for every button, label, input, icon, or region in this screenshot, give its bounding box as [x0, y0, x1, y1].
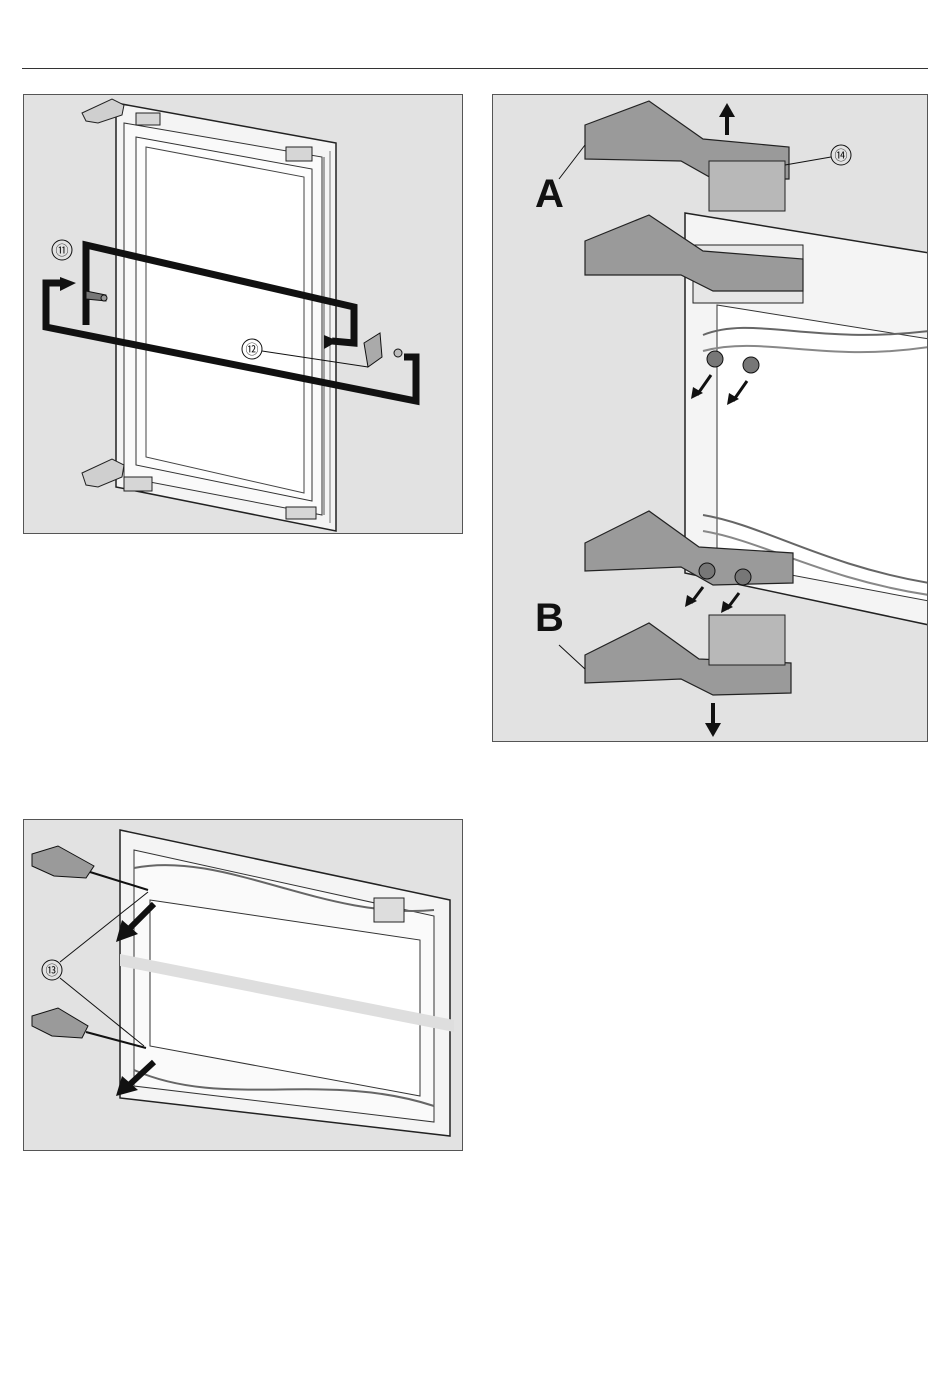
callout-11: ⑪: [55, 243, 68, 258]
door-fixings-illustration: ⑪ ⑫: [24, 95, 463, 534]
callout-14: ⑭: [834, 148, 847, 163]
figure-door-fixings: ⑪ ⑫: [23, 94, 463, 534]
callout-12: ⑫: [245, 342, 258, 357]
figure-hinges: A B ⑭: [492, 94, 928, 742]
screwdrivers-illustration: ⑬: [24, 820, 463, 1151]
hinge-label-b: B: [535, 596, 564, 640]
figure-screwdrivers: ⑬: [23, 819, 463, 1151]
callout-13: ⑬: [45, 963, 58, 978]
hinges-illustration: A B ⑭: [493, 95, 928, 742]
header-rule: [22, 68, 928, 69]
